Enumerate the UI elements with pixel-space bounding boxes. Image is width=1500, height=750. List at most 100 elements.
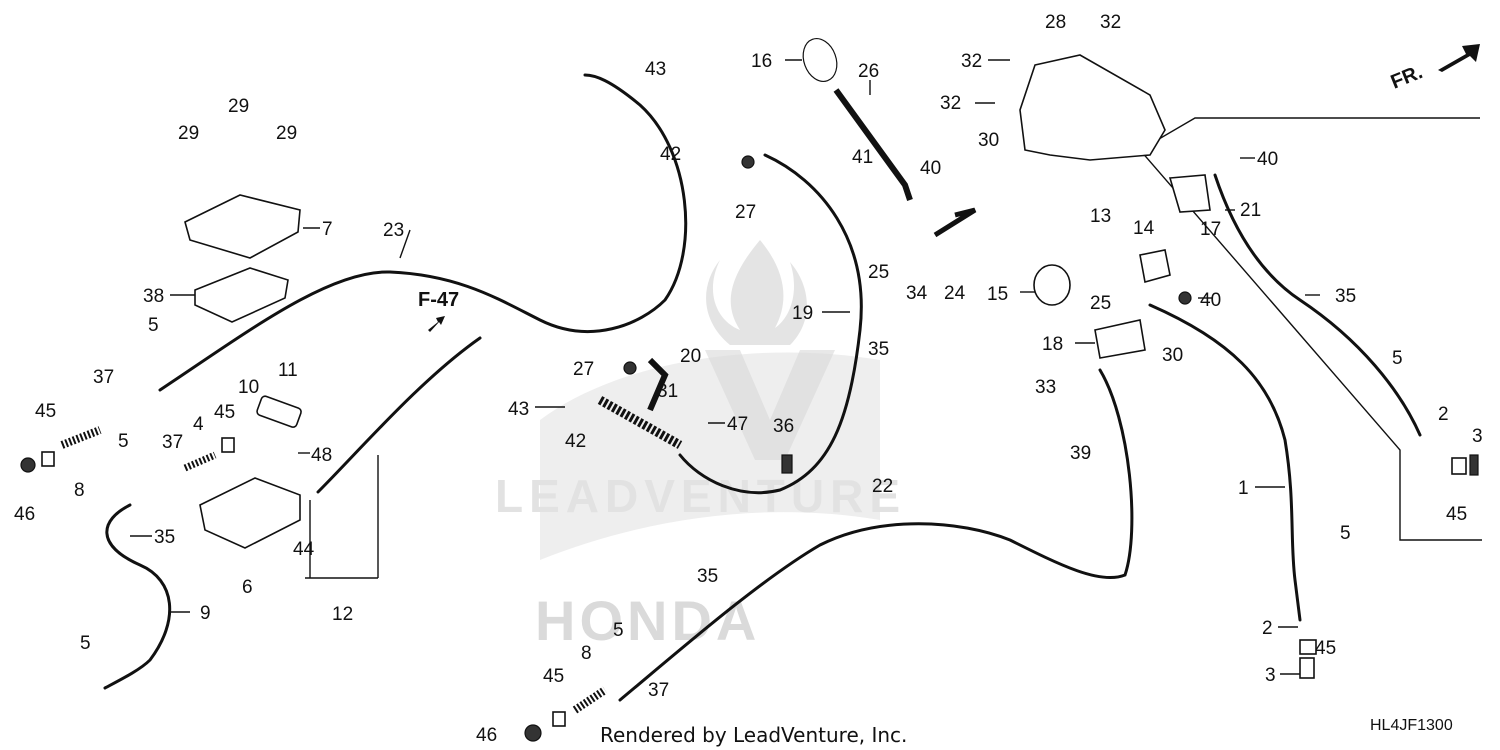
part-holder [1168, 174, 1211, 213]
callout-8a: 8 [74, 480, 85, 501]
callout-23: 23 [383, 220, 404, 241]
parts [20, 38, 1479, 742]
callout-6: 6 [242, 577, 253, 598]
callout-7: 7 [322, 219, 333, 240]
callout-45c: 45 [543, 666, 564, 687]
callout-47: 47 [727, 414, 748, 435]
callout-4: 4 [193, 414, 204, 435]
callout-40a: 40 [920, 158, 941, 179]
callout-45e: 45 [1446, 504, 1467, 525]
part-collar-45a [41, 451, 55, 467]
callout-44: 44 [293, 539, 315, 560]
part-nut-27 [741, 155, 755, 169]
callout-32b: 32 [1100, 12, 1121, 33]
callout-37b: 37 [162, 432, 183, 453]
part-lever [833, 88, 913, 201]
watermark-company: LEADVENTURE [495, 470, 906, 522]
callout-45b: 45 [214, 402, 235, 423]
callout-28: 28 [1045, 12, 1066, 33]
part-collar-45b [221, 437, 235, 453]
part-spring-lower [572, 686, 608, 714]
part-clip [781, 454, 793, 474]
part-clamp [256, 395, 302, 428]
callout-15: 15 [987, 284, 1008, 305]
part-end-3a [1299, 657, 1315, 679]
part-housing [199, 477, 301, 549]
part-spring [60, 426, 102, 449]
watermark: LEADVENTURE HONDA [495, 240, 906, 652]
cable-19 [678, 153, 863, 495]
callout-5b: 5 [118, 431, 129, 452]
part-plate [1019, 54, 1166, 161]
callout-25b: 25 [1090, 293, 1111, 314]
part-linkage [1139, 249, 1171, 284]
callout-30a: 30 [978, 130, 999, 151]
cable-22 [618, 368, 1134, 702]
callout-40b: 40 [1257, 149, 1278, 170]
callout-31: 31 [657, 381, 678, 402]
callout-5a: 5 [148, 315, 159, 336]
callout-34: 34 [906, 283, 928, 304]
part-collar-45c [552, 711, 566, 727]
callout-42a: 42 [660, 144, 681, 165]
callout-21: 21 [1240, 200, 1261, 221]
callout-35b: 35 [868, 339, 889, 360]
callout-29c: 29 [276, 123, 297, 144]
callout-39: 39 [1070, 443, 1091, 464]
callout-27a: 27 [735, 202, 756, 223]
reference-arrow-icon [428, 316, 445, 332]
callout-42b: 42 [565, 431, 586, 452]
callout-24: 24 [944, 283, 966, 304]
callout-43b: 43 [508, 399, 529, 420]
callout-27b: 27 [573, 359, 594, 380]
callout-5c: 5 [80, 633, 91, 654]
part-collar-45d [1299, 639, 1317, 655]
cable-23 [158, 73, 688, 392]
callout-45d: 45 [1315, 638, 1336, 659]
callout-43a: 43 [645, 59, 666, 80]
callout-13: 13 [1090, 206, 1111, 227]
callout-10: 10 [238, 377, 259, 398]
cable-12 [316, 336, 482, 494]
callout-36: 36 [773, 416, 794, 437]
callout-35d: 35 [1335, 286, 1356, 307]
callout-48: 48 [311, 445, 332, 466]
leader-lines [130, 59, 1320, 675]
callout-20: 20 [680, 346, 701, 367]
footer-credit: Rendered by LeadVenture, Inc. [600, 723, 907, 747]
callout-3a: 3 [1265, 665, 1276, 686]
part-end-3b [1469, 454, 1479, 476]
part-arm [933, 207, 977, 238]
callout-11: 11 [278, 360, 298, 381]
callout-35a: 35 [154, 527, 175, 548]
part-gasket [194, 267, 289, 323]
callout-22: 22 [872, 476, 893, 497]
part-nut-27b [623, 361, 637, 375]
part-nut-40 [1178, 291, 1192, 305]
callout-5e: 5 [1340, 523, 1351, 544]
diagram-code: HL4JF1300 [1370, 717, 1453, 734]
front-label: FR. [1388, 61, 1426, 93]
callout-16: 16 [751, 51, 772, 72]
callout-26: 26 [858, 61, 879, 82]
callout-41: 41 [852, 147, 873, 168]
callout-5d: 5 [613, 620, 624, 641]
part-knob-small [1033, 264, 1071, 306]
callout-5f: 5 [1392, 348, 1403, 369]
callout-14: 14 [1133, 218, 1155, 239]
part-nut-46b [524, 724, 542, 742]
callout-9: 9 [200, 603, 211, 624]
callout-18: 18 [1042, 334, 1063, 355]
callout-3b: 3 [1472, 426, 1483, 447]
callout-30b: 30 [1162, 345, 1183, 366]
part-nut-46 [20, 457, 36, 473]
callout-40c: 40 [1200, 290, 1221, 311]
cable-1 [1148, 303, 1302, 622]
callout-35c: 35 [697, 566, 718, 587]
callout-2b: 2 [1438, 404, 1449, 425]
callouts: 1 2 2 3 3 4 5 5 5 5 5 5 6 7 8 8 9 10 11 … [14, 12, 1483, 746]
reference-label: F-47 [418, 289, 459, 311]
part-link [647, 357, 669, 412]
callout-25a: 25 [868, 262, 889, 283]
